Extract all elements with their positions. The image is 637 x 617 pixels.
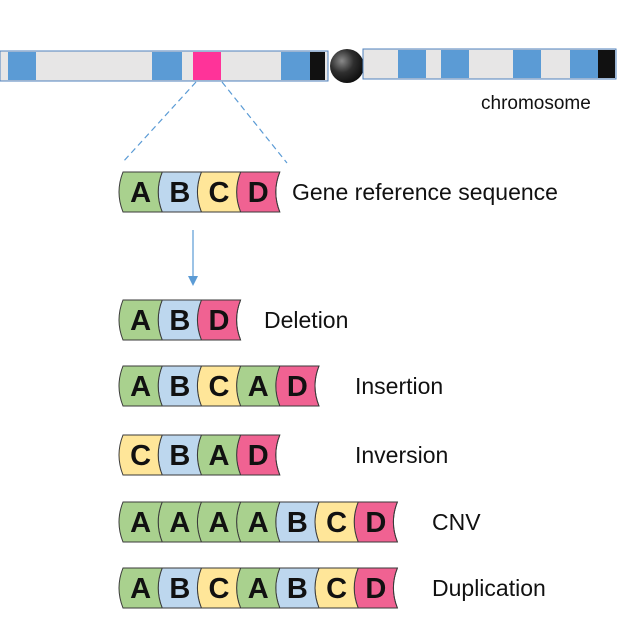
telomere-cap [310,52,325,80]
chromosome-band [513,50,541,78]
segment-tail [236,299,242,341]
segment-letter: A [169,507,190,539]
chromosome-band [8,52,36,80]
segment-letter: B [287,573,308,605]
centromere-sphere [330,49,364,83]
segment-letter: C [209,177,230,209]
segment-tail [275,434,281,476]
chromosome-left-arm [0,50,329,82]
segment-letter: C [209,371,230,403]
segment-tail [392,567,398,609]
centromere [330,49,364,83]
segment-tail [314,365,320,407]
segment-letter: D [248,440,269,472]
segment-tail [392,501,398,543]
segment-letter: B [169,440,190,472]
chromosome-band [441,50,469,78]
down-arrow-icon [188,230,198,286]
segment-letter: A [130,573,151,605]
segment-letter: D [365,573,386,605]
segment-letter: C [326,507,347,539]
row-label: Deletion [264,307,348,333]
segment-letter: A [130,305,151,337]
segment-letter: A [130,507,151,539]
chromosome-label: chromosome [481,93,591,114]
row-label: Duplication [432,575,546,601]
zoom-guide-left [121,81,197,164]
segment-letter: C [209,573,230,605]
chromosome-band [398,50,426,78]
segment-letter: C [326,573,347,605]
row-label: Inversion [355,442,448,468]
row-label: CNV [432,509,481,535]
segment-A [118,567,163,609]
segment-letter: D [248,177,269,209]
segment-letter: D [365,507,386,539]
segment-letter: A [130,177,151,209]
segment-letter: A [209,440,230,472]
chromosome-band [281,52,311,80]
segment-letter: B [169,177,190,209]
segment-letter: A [248,573,269,605]
segment-letter: B [169,305,190,337]
segment-letter: A [248,507,269,539]
segment-A [118,365,163,407]
row-label: Insertion [355,373,443,399]
segment-A [118,299,163,341]
telomere-cap [598,50,615,78]
segment-letter: A [248,371,269,403]
segment-tail [275,171,281,213]
segment-letter: A [130,371,151,403]
sequence-row-deletion: DBA Deletion [118,299,348,341]
chromosome-band [570,50,598,78]
segment-letter: D [287,371,308,403]
segment-letter: B [287,507,308,539]
highlighted-band [193,52,221,80]
chromosome-right-arm [362,48,617,80]
segment-C [118,434,163,476]
segment-letter: C [130,440,151,472]
segment-letter: B [169,371,190,403]
segment-letter: B [169,573,190,605]
segment-A [118,501,163,543]
segment-letter: D [209,305,230,337]
segment-letter: A [209,507,230,539]
zoom-guide-right [221,81,288,164]
segment-A [118,171,163,213]
chromosome-band [152,52,182,80]
row-label: Gene reference sequence [292,179,558,205]
